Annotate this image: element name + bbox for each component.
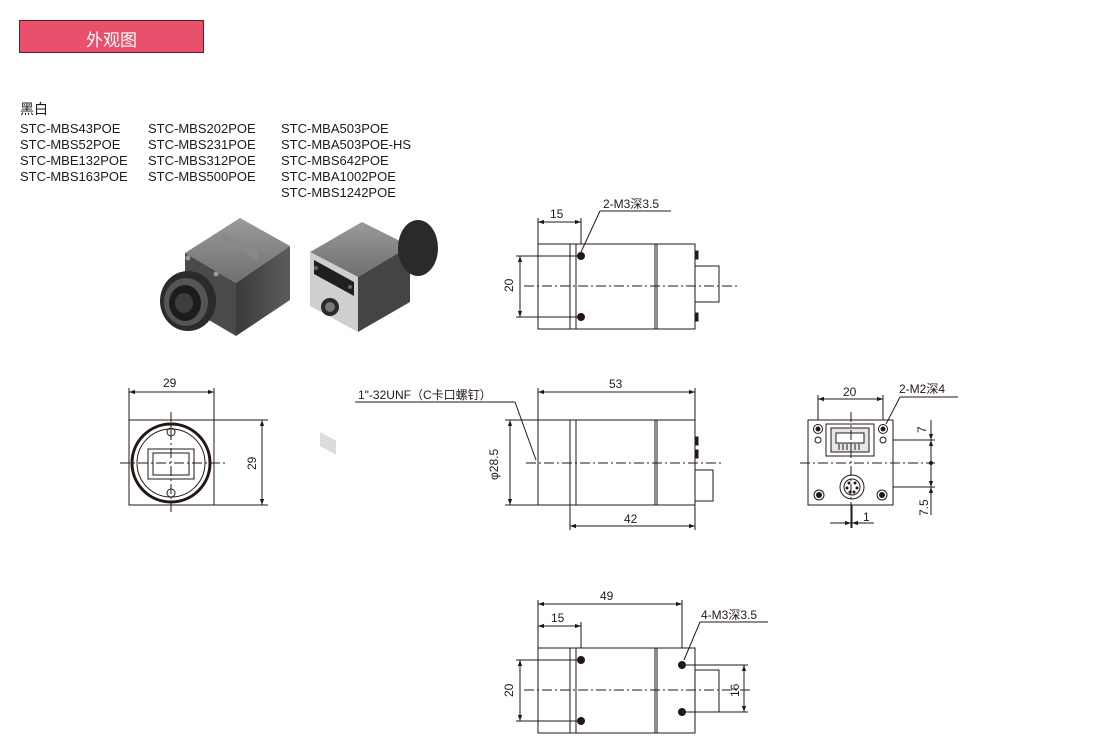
category-label: 黑白 — [20, 102, 48, 118]
dim-rear-20: 20 — [843, 385, 857, 399]
dim-bottom-16: 16 — [728, 683, 742, 697]
model-list-col2: STC-MBS202POE STC-MBS231POE STC-MBS312PO… — [148, 121, 256, 185]
model-name: STC-MBS500POE — [148, 169, 256, 184]
dim-rear-holes: 2-M2深4 — [899, 382, 945, 396]
section-title: 外观图 — [86, 31, 137, 51]
camera-photo-front — [160, 218, 290, 336]
model-name: STC-MBE132POE — [20, 153, 128, 168]
dim-rear-75: 7.5 — [917, 499, 931, 516]
rear-view-drawing — [800, 395, 958, 528]
model-name: STC-MBA1002POE — [281, 169, 396, 184]
model-name: STC-MBS1242POE — [281, 185, 396, 200]
dim-side-42: 42 — [624, 512, 638, 526]
top-view-drawing — [516, 210, 740, 330]
bottom-view-drawing — [516, 600, 768, 734]
model-name: STC-MBA503POE-HS — [281, 137, 412, 152]
dim-rear-7: 7 — [915, 426, 929, 433]
dim-bottom-49: 49 — [600, 589, 614, 603]
model-name: STC-MBS43POE — [20, 121, 121, 136]
side-view-drawing — [355, 388, 722, 530]
dim-front-29w: 29 — [163, 376, 177, 390]
rear-center-dot — [929, 461, 933, 465]
section-header-bar: 外观图 — [19, 20, 204, 53]
model-name: STC-MBS52POE — [20, 137, 121, 152]
model-name: STC-MBS231POE — [148, 137, 256, 152]
model-name: STC-MBS202POE — [148, 121, 256, 136]
dim-bottom-20: 20 — [502, 683, 516, 697]
model-list-col3: STC-MBA503POE STC-MBA503POE-HS STC-MBS64… — [281, 121, 411, 201]
dim-side-mount: 1"-32UNF（C卡口螺钉） — [358, 388, 492, 402]
model-name: STC-MBS312POE — [148, 153, 256, 168]
model-list-col1: STC-MBS43POE STC-MBS52POE STC-MBE132POE … — [20, 121, 128, 185]
dim-rear-1: 1 — [863, 510, 870, 524]
dim-top-holes: 2-M3深3.5 — [603, 197, 659, 211]
dim-side-53: 53 — [609, 377, 623, 391]
model-name: STC-MBS163POE — [20, 169, 128, 184]
front-view-drawing — [120, 388, 268, 515]
dim-top-15: 15 — [550, 207, 564, 221]
model-name: STC-MBA503POE — [281, 121, 389, 136]
camera-photo-rear — [310, 220, 438, 455]
dim-bottom-15: 15 — [551, 611, 565, 625]
dim-front-29h: 29 — [245, 456, 259, 470]
dim-top-20: 20 — [502, 278, 516, 292]
model-name: STC-MBS642POE — [281, 153, 389, 168]
dim-side-285: φ28.5 — [487, 449, 501, 480]
dim-bottom-holes: 4-M3深3.5 — [701, 608, 757, 622]
